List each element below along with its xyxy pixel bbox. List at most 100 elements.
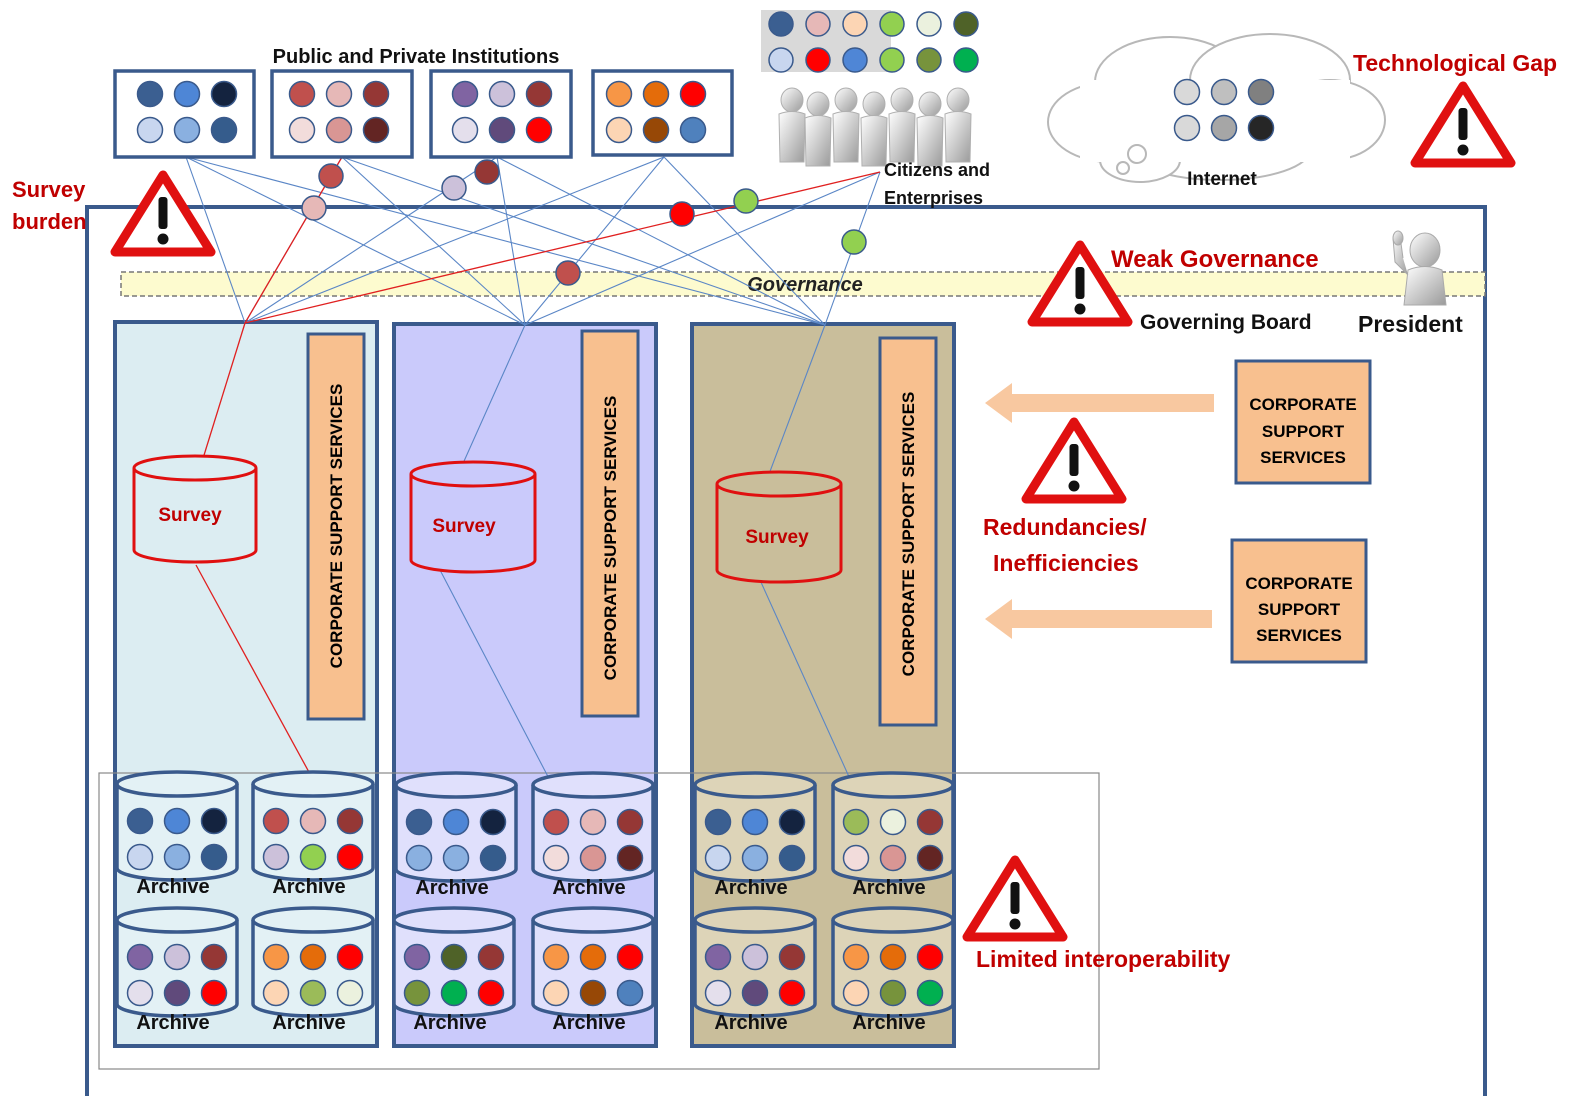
archive-dot [741,979,769,1007]
institution-dot [525,116,553,144]
citizens-crowd-icon [778,87,972,167]
archive-dot [778,943,806,971]
archive-dot [616,979,644,1007]
survey-burden-warning-icon [110,170,216,257]
archive-dot [403,943,431,971]
svg-text:CORPORATE: CORPORATE [1249,395,1356,414]
institution-dot [210,116,238,144]
archive-dot [616,844,644,872]
internet-dot [1173,78,1201,106]
archive-dot [299,979,327,1007]
internet-cloud-icon [1047,33,1386,183]
svg-text:CORPORATE: CORPORATE [1245,574,1352,593]
archive-dot [163,943,191,971]
president-label: President [1358,311,1463,337]
connector-dot [841,229,867,255]
institution-dot [451,116,479,144]
archive-label: Archive [272,1012,345,1034]
archive-dot [442,844,470,872]
archive-dot [299,943,327,971]
connector-dots [301,159,867,286]
svg-text:Survey: Survey [745,527,809,548]
archive-dot [126,979,154,1007]
left-arrow-icon-1 [985,383,1214,423]
technological-gap-label: Technological Gap [1353,50,1557,76]
archive-dot [916,808,944,836]
archive-label: Archive [552,877,625,899]
archive-dot [879,979,907,1007]
survey-database-3: Survey [715,470,843,584]
connector-dot [301,195,327,221]
citizen-figure-icon [916,91,944,167]
citizen-figure-icon [832,87,860,163]
institution-dot [642,80,670,108]
svg-text:SERVICES: SERVICES [1256,626,1342,645]
archive-dot [262,979,290,1007]
weak-governance-label: Weak Governance [1111,246,1319,273]
institution-dot [173,80,201,108]
archive-dot [916,844,944,872]
citizens-dot [768,11,794,37]
redundancies-label-line1: Redundancies/ [983,514,1147,540]
limited-interoperability-warning-icon [962,855,1068,942]
archive-dot [579,979,607,1007]
archive-dot [262,943,290,971]
archive-label: Archive [714,877,787,899]
archive-label: Archive [714,1012,787,1034]
archive-database: Archive [392,906,516,1034]
internet-dot [1247,78,1275,106]
citizens-dot [805,47,831,73]
archive-dot [704,979,732,1007]
citizens-dot [842,47,868,73]
citizens-dot [879,47,905,73]
archive-label: Archive [415,877,488,899]
archive-dot [163,979,191,1007]
archive-label: Archive [136,1012,209,1034]
corporate-services-box-1: CORPORATE SUPPORT SERVICES [1234,359,1372,485]
archive-dot [879,943,907,971]
institution-dot [288,80,316,108]
archive-dot [579,844,607,872]
corporate-services-vertical-1: CORPORATE SUPPORT SERVICES [306,332,366,721]
archive-dot [405,808,433,836]
archive-dot [741,844,769,872]
citizen-figure-icon [860,91,888,167]
institution-dot [679,116,707,144]
internet-dot [1247,114,1275,142]
archive-database: Archive [693,771,817,899]
archive-dot [262,843,290,871]
connector-dot [441,175,467,201]
archive-dot [442,808,470,836]
archive-dot [403,979,431,1007]
archive-dot [299,807,327,835]
citizens-dot [805,11,831,37]
institution-dot [136,80,164,108]
archive-dot [842,808,870,836]
archive-dot [704,943,732,971]
archive-dot [163,843,191,871]
connector-dot [474,159,500,185]
institutions-title: Public and Private Institutions [273,46,560,68]
institution-dot [288,116,316,144]
citizens-dot [953,47,979,73]
archive-dot [879,844,907,872]
institution-dot [173,116,201,144]
svg-text:CORPORATE SUPPORT SERVICES: CORPORATE SUPPORT SERVICES [899,392,918,677]
archive-label: Archive [272,876,345,898]
institution-dot [451,80,479,108]
archive-dot [842,943,870,971]
archive-database: Archive [831,771,955,899]
citizens-dot [768,47,794,73]
svg-text:Survey: Survey [432,516,496,537]
archive-dot [440,979,468,1007]
archive-dot [842,979,870,1007]
archive-dot [262,807,290,835]
corporate-services-box-2: CORPORATE SUPPORT SERVICES [1230,538,1368,664]
archive-dot [542,808,570,836]
archive-database: Archive [693,906,817,1034]
archive-dot [479,808,507,836]
archive-dot [440,943,468,971]
citizens-label-line2: Enterprises [884,188,983,208]
connector-dot [555,260,581,286]
